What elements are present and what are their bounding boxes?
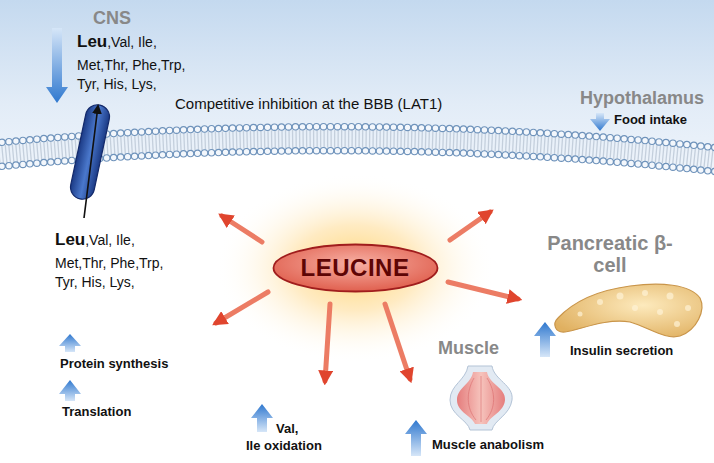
- decrease-arrow: [46, 28, 68, 103]
- text-group: Hypothalamus: [580, 88, 704, 110]
- leucine-ellipse: LEUCINE: [272, 243, 439, 293]
- effect-label: Protein synthesis: [60, 356, 168, 372]
- increase-arrow: [59, 334, 81, 352]
- effect-arrows: [216, 212, 518, 381]
- effect-label: Muscle anabolism: [432, 437, 544, 453]
- text-group: Protein synthesis: [60, 356, 168, 372]
- effect-label: Food intake: [614, 112, 687, 128]
- amino-acid: Leu: [77, 32, 107, 52]
- text-group: Val,: [276, 421, 298, 437]
- effect-label: Ile oxidation: [246, 438, 322, 454]
- region-heading: Muscle: [438, 338, 499, 360]
- text-group: Tyr, His, Lys,: [55, 274, 135, 291]
- leucine-glow: [215, 173, 495, 363]
- increase-arrow: [251, 404, 273, 432]
- amino-acid-list: Met,Thr, Phe,Trp,: [55, 255, 163, 272]
- text-group: Competitive inhibition at the BBB (LAT1): [175, 95, 442, 113]
- ellipse-shape: [273, 245, 437, 292]
- amino-acid-list: Met,Thr, Phe,Trp,: [77, 57, 185, 74]
- region-heading: Pancreatic β-cell: [547, 232, 673, 276]
- lipid-bilayer: [0, 127, 714, 172]
- text-group: Leu,Val, Ile,: [55, 230, 135, 250]
- increase-arrow: [405, 420, 427, 456]
- text-group: Muscle: [438, 338, 499, 360]
- amino-acid-list: Tyr, His, Lys,: [55, 274, 135, 291]
- pancreas-illustration: [555, 284, 702, 337]
- text-group: Met,Thr, Phe,Trp,: [55, 255, 163, 272]
- text-group: Translation: [62, 404, 131, 420]
- amino-acid-list: ,Val, Ile,: [107, 34, 157, 51]
- node-label: LEUCINE: [301, 254, 410, 282]
- text-group: Food intake: [614, 112, 687, 128]
- effect-label: Translation: [62, 404, 131, 420]
- text-group: Pancreatic β-cell: [540, 232, 680, 276]
- transport-arrow: [84, 106, 98, 218]
- effect-label: Val,: [276, 421, 298, 437]
- amino-acid-list: Tyr, His, Lys,: [77, 76, 157, 93]
- region-heading: Hypothalamus: [580, 88, 704, 110]
- text-group: Insulin secretion: [570, 343, 673, 359]
- text-group: CNS: [93, 8, 131, 30]
- text-group: Tyr, His, Lys,: [77, 76, 157, 93]
- amino-acid-list: ,Val, Ile,: [85, 232, 135, 249]
- increase-arrow: [534, 322, 556, 357]
- text-group: Leu,Val, Ile,: [77, 32, 157, 52]
- effect-label: Insulin secretion: [570, 343, 673, 359]
- text-group: Met,Thr, Phe,Trp,: [77, 57, 185, 74]
- region-heading: CNS: [93, 8, 131, 30]
- decrease-arrow: [590, 113, 610, 131]
- text-group: Muscle anabolism: [432, 437, 544, 453]
- increase-arrow: [59, 380, 81, 401]
- lat1-transporter: [68, 103, 111, 202]
- muscle-illustration: [450, 366, 512, 430]
- amino-acid: Leu: [55, 230, 85, 250]
- text-group: Ile oxidation: [246, 438, 322, 454]
- caption-note: Competitive inhibition at the BBB (LAT1): [175, 95, 442, 113]
